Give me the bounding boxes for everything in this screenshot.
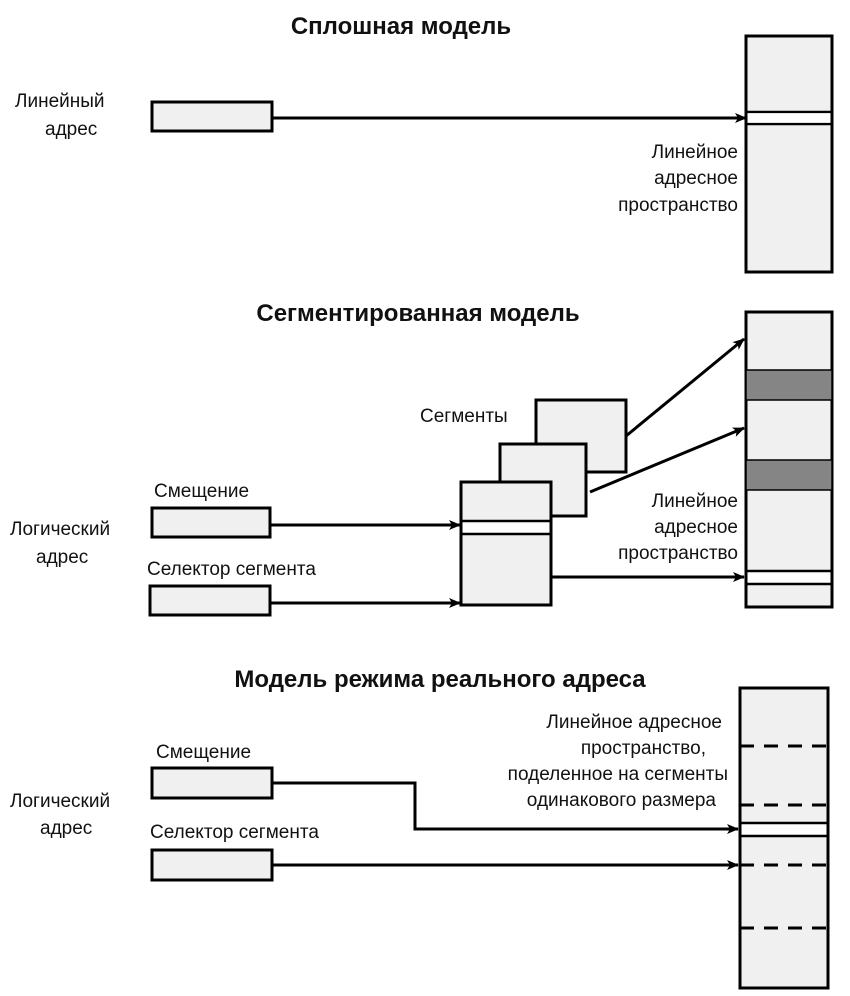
flat-model-title: Сплошная модель [291, 13, 511, 40]
segment-arrow-upper [625, 337, 745, 438]
real-mode-logical-label-line-1: Логический [10, 791, 110, 812]
real-mode-linear-address-space [738, 686, 830, 990]
real-mode-model-title: Модель режима реального адреса [234, 666, 646, 693]
real-mode-space-label-line-1: Линейное адресное [546, 712, 722, 733]
segmented-model-title: Сегментированная модель [256, 300, 579, 327]
segmented-selector-label: Селектор сегмента [147, 559, 316, 580]
flat-model-section: Сплошная модель Линейный адрес Линейное … [15, 13, 834, 274]
flat-space-label-line-3: пространство [618, 195, 738, 216]
flat-space-label-line-1: Линейное [652, 142, 738, 163]
real-mode-model-section: Модель режима реального адреса Линейное … [10, 666, 830, 990]
real-mode-offset-arrow [272, 781, 739, 834]
segmented-space-label-line-1: Линейное [652, 491, 738, 512]
real-mode-space-label-line-4: одинакового размера [527, 790, 717, 811]
flat-address-slot [747, 113, 831, 123]
flat-linear-address-space [744, 34, 834, 274]
segment-offset-slot [462, 522, 550, 534]
real-mode-selector-label: Селектор сегмента [150, 822, 319, 843]
linear-address-register [150, 100, 274, 133]
segmented-logical-label-line-1: Логический [10, 519, 110, 540]
segmented-logical-label-line-2: адрес [36, 547, 88, 568]
segmented-offset-label: Смещение [154, 481, 249, 502]
linear-address-label-line-1: Линейный [15, 91, 105, 112]
segmented-selector-register [148, 584, 272, 617]
real-mode-address-slot [741, 824, 827, 836]
real-mode-selector-register [150, 848, 274, 882]
real-mode-space-label-line-3: поделенное на сегменты [508, 764, 728, 785]
segment-block-1 [745, 369, 833, 401]
segmented-model-section: Сегментированная модель Сегменты Смещени… [10, 300, 834, 617]
real-mode-offset-label: Смещение [156, 742, 251, 763]
real-mode-offset-register [150, 766, 274, 800]
segment-descriptor-front [459, 480, 553, 607]
linear-address-label-line-2: адрес [45, 119, 97, 140]
real-mode-space-label-line-2: пространство, [581, 738, 706, 759]
segmented-space-label-line-3: пространство [618, 543, 738, 564]
segments-label: Сегменты [420, 406, 508, 427]
segmented-address-slot [747, 571, 831, 584]
real-mode-logical-label-line-2: адрес [40, 818, 92, 839]
segment-block-2 [745, 459, 833, 491]
segment-arrow-lower [589, 426, 745, 494]
flat-space-label-line-2: адресное [654, 168, 738, 189]
segmented-offset-register [150, 506, 272, 539]
segmented-space-label-line-2: адресное [654, 517, 738, 538]
